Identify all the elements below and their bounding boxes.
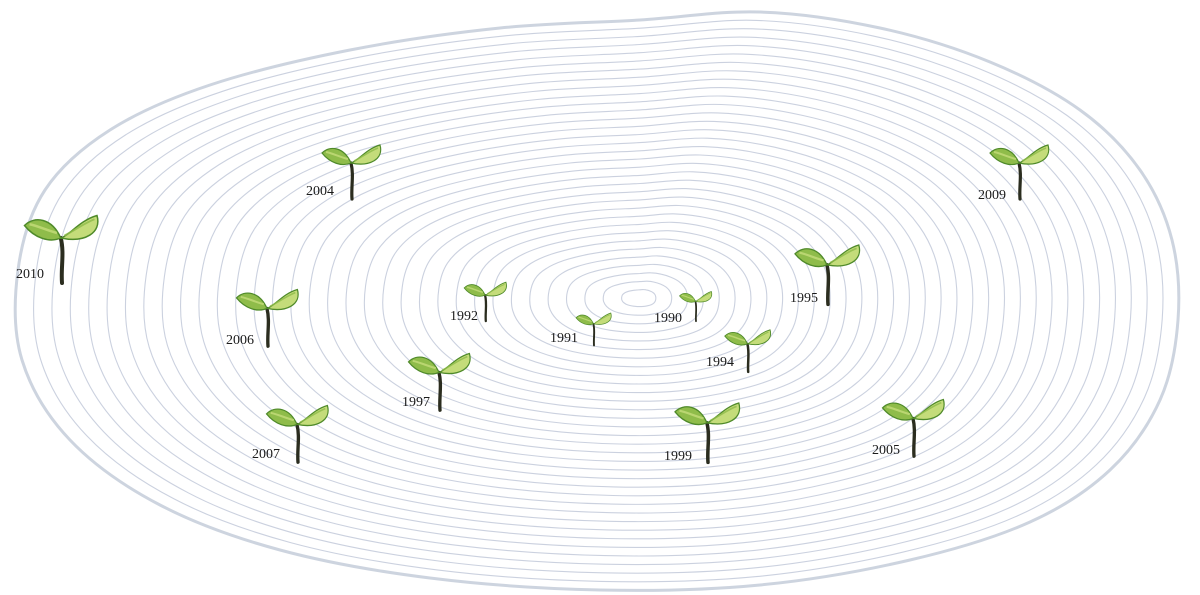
sprout-icon [723,328,771,373]
growth-ring [33,19,1164,583]
sprout-icon [679,290,713,322]
year-label: 1992 [450,309,478,324]
growth-ring [290,137,942,462]
year-label: 2007 [252,447,280,462]
growth-ring [198,95,1021,505]
growth-ring [418,196,831,402]
sprout-1999: 1999 [664,401,741,464]
growth-ring [235,112,990,488]
sprout-icon [794,243,861,306]
sprout-1990: 1990 [654,290,713,326]
year-label: 1991 [550,331,578,346]
year-label: 1997 [402,395,430,410]
year-label: 2009 [978,188,1006,203]
growth-ring [529,246,736,351]
sprout-1997: 1997 [402,352,471,412]
growth-ring [88,44,1116,557]
year-label: 2005 [872,443,900,458]
growth-ring [565,263,704,333]
growth-ring [547,255,720,342]
growth-ring [308,145,926,454]
growth-ring [437,204,815,394]
sprout-icon [265,404,329,464]
sprout-2005: 2005 [872,398,945,458]
growth-ring [161,78,1053,523]
year-label: 1994 [706,355,734,370]
year-label: 1999 [664,449,692,464]
sprout-icon [674,401,741,464]
year-label: 1995 [790,291,818,306]
sprout-icon [235,288,299,348]
growth-ring [327,154,910,445]
growth-ring [363,171,879,428]
growth-ring [492,230,768,368]
growth-ring [180,87,1037,514]
growth-ring [271,129,958,471]
sprout-icon [989,144,1050,201]
growth-ring [584,272,689,325]
year-label: 2010 [16,267,44,282]
sprout-1991: 1991 [550,312,612,347]
growth-ring [400,187,847,411]
growth-ring [124,61,1085,540]
growth-ring [216,103,1006,497]
growth-ring [253,120,974,480]
growth-ring [345,162,895,437]
sprout-2004: 2004 [306,144,382,201]
year-label: 2004 [306,184,334,199]
growth-ring [602,280,673,316]
sprout-2010: 2010 [16,214,99,285]
sprout-1995: 1995 [790,243,861,306]
sprout-icon [463,282,508,323]
year-label: 1990 [654,311,682,326]
sprout-icon [321,144,382,201]
growth-ring [51,28,1148,574]
growth-ring [106,53,1101,549]
growth-ring [382,179,863,419]
growth-ring [455,213,799,385]
outer-ring [13,10,1181,592]
sprout-1994: 1994 [706,328,771,373]
growth-ring [621,289,657,308]
year-label: 2006 [226,333,254,348]
sprout-icon [23,214,99,285]
sprout-2007: 2007 [252,404,329,464]
sprout-icon [881,398,945,458]
sprout-2006: 2006 [226,288,299,348]
growth-ring [69,36,1132,566]
sprout-icon [407,352,471,412]
sprout-icon [575,312,612,347]
sprout-1992: 1992 [450,282,508,324]
growth-ring [474,221,784,376]
growth-ring [510,238,752,359]
sprout-2009: 2009 [978,144,1050,203]
